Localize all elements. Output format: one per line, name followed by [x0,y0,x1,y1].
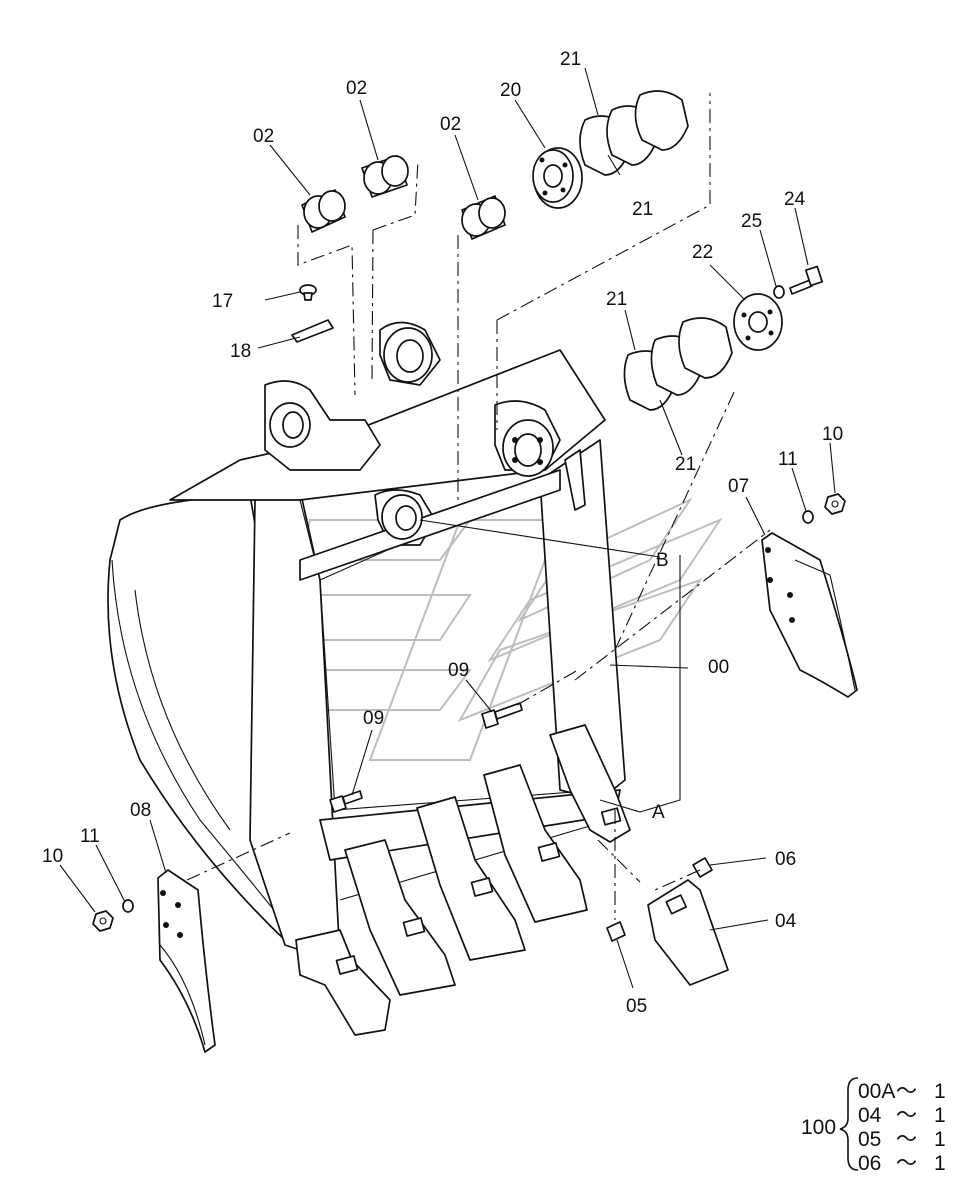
label-24: 24 [784,189,806,210]
label-07: 07 [728,476,749,497]
plate-22 [733,293,783,351]
kit-row: 04 ～ 1 [858,1104,946,1127]
svg-text:1: 1 [934,1080,946,1103]
svg-text:～: ～ [896,1152,917,1175]
svg-text:1: 1 [934,1152,946,1175]
bushing-02-b [361,155,409,198]
plate-18 [291,319,334,343]
pin-bosses [269,327,554,540]
bolt-09-upper [481,702,523,729]
svg-text:04: 04 [858,1104,882,1127]
svg-text:1: 1 [934,1128,946,1151]
side-cutter-08 [157,869,216,1053]
leader-lines [59,67,836,989]
label-11-left: 11 [80,826,100,847]
tooth-04 [647,879,729,986]
label-09-lower: 09 [363,708,384,729]
label-04: 04 [775,911,797,932]
label-B: B [656,550,669,571]
label-10-left: 10 [42,846,63,867]
kit-row: 05 ～ 1 [858,1128,946,1151]
label-18: 18 [230,341,251,362]
label-25: 25 [741,211,762,232]
kit-row: 06 ～ 1 [858,1152,946,1175]
bushing-02-c [461,195,506,240]
label-17: 17 [212,291,233,312]
nut-10-left [92,910,114,932]
pin-06 [692,857,713,878]
label-05: 05 [626,996,647,1017]
svg-text:～: ～ [896,1080,917,1103]
shims-21-upper [579,90,689,176]
flange-20 [532,147,583,209]
lock-05 [606,921,626,942]
bushing-02-a [301,189,346,233]
svg-text:06: 06 [858,1152,881,1175]
label-00: 00 [708,657,729,678]
label-02-a: 02 [253,126,274,147]
label-09-upper: 09 [448,660,469,681]
label-06: 06 [775,849,796,870]
kit-legend: 100 00A ～ 1 04 ～ 1 05 ～ 1 06 ～ 1 [801,1077,946,1175]
label-08: 08 [130,800,151,821]
label-21-b: 21 [632,199,653,220]
teeth-row [295,724,631,1036]
label-10-right: 10 [822,424,843,445]
tooth-locks [335,807,622,975]
label-21-d: 21 [675,454,696,475]
washer-11-left [122,899,134,913]
shims-21-lower [623,317,733,411]
side-cutter-07 [761,532,858,698]
label-02-c: 02 [440,114,461,135]
label-20: 20 [500,80,521,101]
bolt-09-lower [329,790,363,813]
nut-10-right [824,493,846,515]
label-21-c: 21 [606,289,627,310]
label-02-b: 02 [346,78,367,99]
svg-text:1: 1 [934,1104,946,1127]
callout-labels: 02 02 02 20 21 21 21 21 24 25 22 17 18 1… [42,49,843,1017]
label-21-a: 21 [560,49,581,70]
washer-11-right [802,510,814,524]
label-11-right: 11 [778,449,798,470]
bolt-24 [789,265,824,295]
label-A: A [652,802,665,823]
svg-text:～: ～ [896,1104,917,1127]
svg-text:～: ～ [896,1128,917,1151]
svg-text:05: 05 [858,1128,881,1151]
label-22: 22 [692,242,713,263]
screw-17 [299,284,317,301]
washer-25 [773,285,785,299]
kit-number: 100 [801,1116,836,1139]
kit-row: 00A ～ 1 [858,1080,946,1103]
svg-text:00A: 00A [858,1080,895,1103]
